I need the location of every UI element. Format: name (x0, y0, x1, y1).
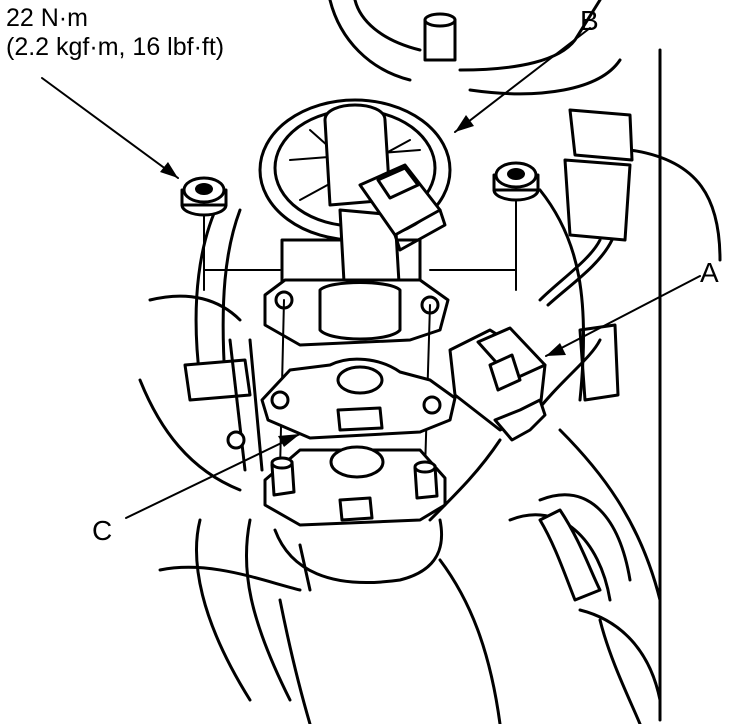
valve-mounting-flange (263, 278, 450, 347)
leader-lines (41, 27, 701, 519)
flange-nut-left (180, 176, 228, 271)
callout-a-label: A (700, 257, 719, 288)
torque-spec-label: 22 N·m (2.2 kgf·m, 16 lbf·ft) (6, 4, 224, 62)
hose-fitting-top (423, 12, 457, 62)
left-bracket (183, 198, 264, 472)
egr-connector-a (448, 326, 547, 442)
egr-valve-connector (358, 163, 447, 252)
torque-spec-line-2: (2.2 kgf·m, 16 lbf·ft) (6, 33, 225, 61)
callout-b-label: B (580, 5, 599, 36)
torque-spec-line-1: 22 N·m (6, 4, 88, 32)
gasket (260, 357, 457, 440)
coolant-hose-bottom (195, 493, 632, 702)
intake-manifold-flange (263, 445, 447, 592)
callout-c-label: C (92, 515, 112, 546)
vacuum-connector-right (538, 108, 634, 307)
flange-nut-right (492, 161, 540, 271)
